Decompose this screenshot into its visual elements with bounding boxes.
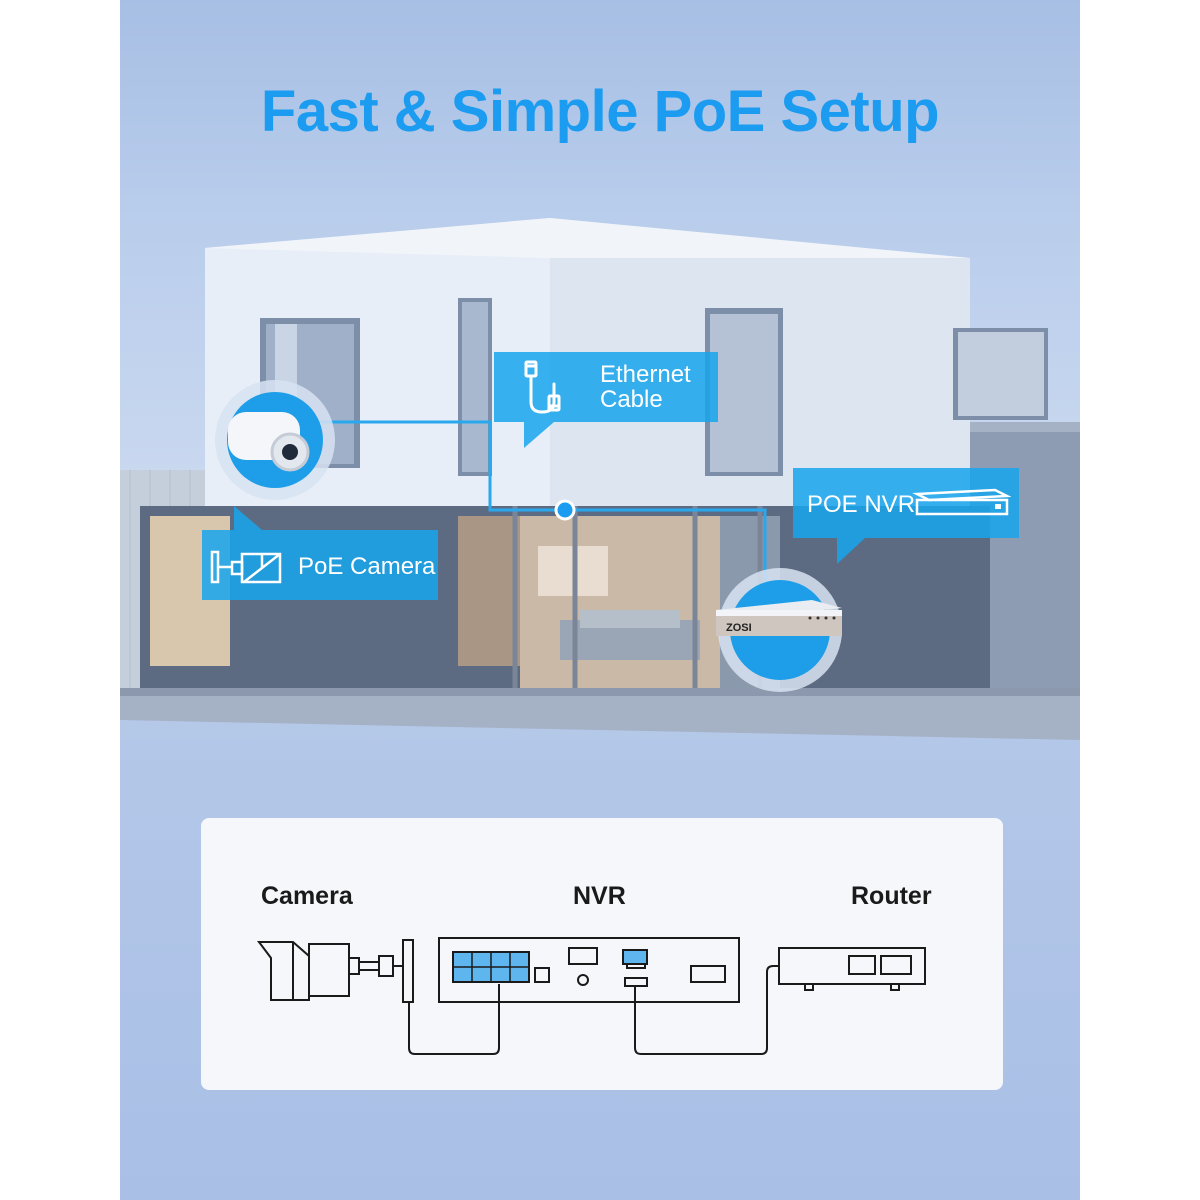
diagram-router-label: Router bbox=[851, 882, 932, 910]
poe-nvr-callout: POE NVR bbox=[793, 468, 1019, 564]
connection-diagram-card: Camera NVR Router bbox=[201, 818, 1003, 1090]
ethernet-cable-callout: Ethernet Cable bbox=[494, 352, 718, 448]
diagram-camera-icon bbox=[257, 939, 414, 1003]
diagram-nvr-label: NVR bbox=[573, 882, 626, 910]
ethernet-cable-line bbox=[300, 420, 767, 595]
ethernet-callout-line2: Cable bbox=[600, 386, 663, 413]
nvr-bubble: ZOSI bbox=[716, 568, 842, 692]
cable-junction-dot bbox=[554, 499, 576, 521]
product-panel: Fast & Simple PoE Setup bbox=[120, 0, 1080, 1200]
connection-diagram bbox=[257, 937, 926, 1055]
diagram-poe-ports bbox=[452, 951, 530, 983]
bullet-camera-icon bbox=[210, 550, 282, 584]
diagram-router-icon bbox=[778, 947, 926, 991]
diagram-cable-nvr-router bbox=[634, 965, 779, 1055]
camera-bubble bbox=[215, 380, 335, 500]
nvr-brand-text: ZOSI bbox=[726, 622, 752, 634]
diagram-camera-label: Camera bbox=[261, 882, 353, 910]
nvr-callout-label: POE NVR bbox=[807, 491, 916, 518]
ethernet-cable-icon bbox=[524, 360, 561, 414]
poe-camera-callout: PoE Camera bbox=[202, 506, 438, 600]
ethernet-callout-line1: Ethernet bbox=[600, 361, 691, 388]
nvr-box-icon bbox=[912, 488, 1011, 516]
camera-callout-label: PoE Camera bbox=[298, 553, 436, 580]
diagram-cable-camera-nvr bbox=[408, 984, 500, 1055]
headline: Fast & Simple PoE Setup bbox=[260, 79, 940, 144]
